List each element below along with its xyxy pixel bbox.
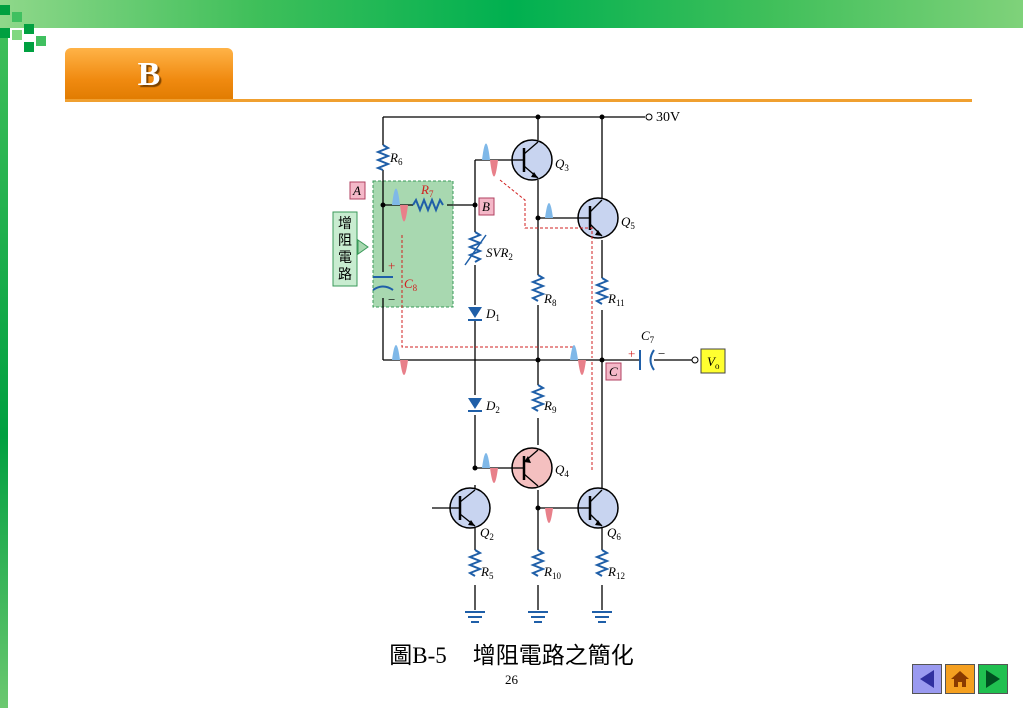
label-r8: R8 (543, 291, 557, 308)
transistor-q5 (577, 197, 619, 239)
diode-d2 (468, 398, 482, 409)
boost-char-3: 電 (338, 250, 352, 266)
c8-plus-sign: + (388, 258, 395, 273)
next-slide-button[interactable] (978, 664, 1008, 694)
boost-char-1: 增 (338, 216, 352, 232)
transistor-q3 (510, 139, 553, 181)
diode-d1 (468, 307, 482, 318)
label-q3: Q3 (555, 156, 569, 173)
label-r10: R10 (543, 564, 561, 581)
ground-icon (528, 611, 548, 623)
right-arrow-icon (986, 670, 1000, 688)
label-d1: D1 (485, 306, 500, 323)
figure-caption: 圖B-5 增阻電路之簡化 (0, 636, 1023, 670)
label-q6: Q6 (607, 525, 621, 542)
transistors (449, 139, 619, 529)
c7-plus-sign: + (628, 346, 635, 361)
boost-label-box (332, 211, 358, 287)
supply-terminal (645, 113, 653, 121)
label-r7: R7 (420, 182, 434, 199)
output-label: Vo (707, 354, 720, 371)
c7-minus-sign: − (658, 346, 665, 361)
variable-arrow-icon (464, 234, 487, 266)
label-q2: Q2 (480, 525, 494, 542)
resistor-svr2 (467, 231, 483, 263)
boost-char-4: 路 (338, 267, 352, 283)
header-rule (65, 99, 972, 102)
node-a-label: A (352, 183, 361, 198)
resistor-r9 (530, 384, 546, 412)
output-terminal (691, 356, 699, 364)
supply-label: 30V (656, 110, 680, 125)
node-b-box (478, 197, 495, 216)
page-number: 26 (505, 672, 518, 687)
transistor-q4 (510, 447, 553, 489)
figure-title: 增阻電路之簡化 (472, 643, 634, 668)
left-arrow-icon (920, 670, 934, 688)
boost-label: 增 阻 電 路 (338, 216, 352, 283)
label-r9: R9 (543, 398, 557, 415)
diodes (468, 307, 482, 412)
previous-slide-button[interactable] (912, 664, 942, 694)
resistor-r6 (375, 144, 391, 171)
left-banner (0, 28, 8, 708)
resistor-r8 (530, 274, 546, 302)
waveforms (392, 143, 586, 523)
node-c-box (605, 362, 622, 381)
ground-icon (592, 611, 612, 623)
label-r11: R11 (607, 291, 625, 308)
ground-icon (465, 611, 485, 623)
label-c8: C8 (404, 276, 418, 293)
boost-arrow-icon (357, 239, 369, 255)
capacitor-c8 (372, 276, 394, 291)
label-d2: D2 (485, 398, 500, 415)
top-banner (0, 0, 1023, 28)
label-q4: Q4 (555, 462, 569, 479)
section-tab: B (65, 48, 233, 101)
resistor-r7 (412, 197, 444, 213)
resistors (375, 144, 610, 577)
resistor-r10 (530, 549, 546, 577)
resistor-r11 (594, 277, 610, 305)
c8-minus-sign: − (388, 292, 395, 307)
capacitor-c7 (639, 349, 655, 371)
component-labels: R6 R7 SVR2 R8 R11 R9 R5 R10 R12 C8 C7 D1… (388, 150, 665, 581)
section-label: B (137, 55, 161, 93)
circuit-diagram: 增 阻 電 路 30V Vo (332, 110, 726, 623)
output-label-box (700, 348, 726, 374)
junction-dots (380, 114, 605, 511)
node-c-label: C (609, 364, 618, 379)
transistor-q6 (577, 487, 619, 529)
label-r5: R5 (480, 564, 494, 581)
node-a-box (349, 181, 366, 200)
label-c7: C7 (641, 328, 655, 345)
home-icon (951, 671, 969, 687)
ground-symbols (465, 611, 612, 623)
label-r12: R12 (607, 564, 625, 581)
label-r6: R6 (389, 150, 403, 167)
transistor-q2 (449, 487, 491, 529)
resistor-r5 (467, 549, 483, 577)
home-button[interactable] (945, 664, 975, 694)
label-svr2: SVR2 (486, 245, 513, 262)
node-b-label: B (482, 199, 490, 214)
boost-char-2: 阻 (338, 233, 352, 249)
figure-number: 圖B-5 (389, 643, 447, 668)
resistor-r12 (594, 549, 610, 577)
label-q5: Q5 (621, 214, 635, 231)
